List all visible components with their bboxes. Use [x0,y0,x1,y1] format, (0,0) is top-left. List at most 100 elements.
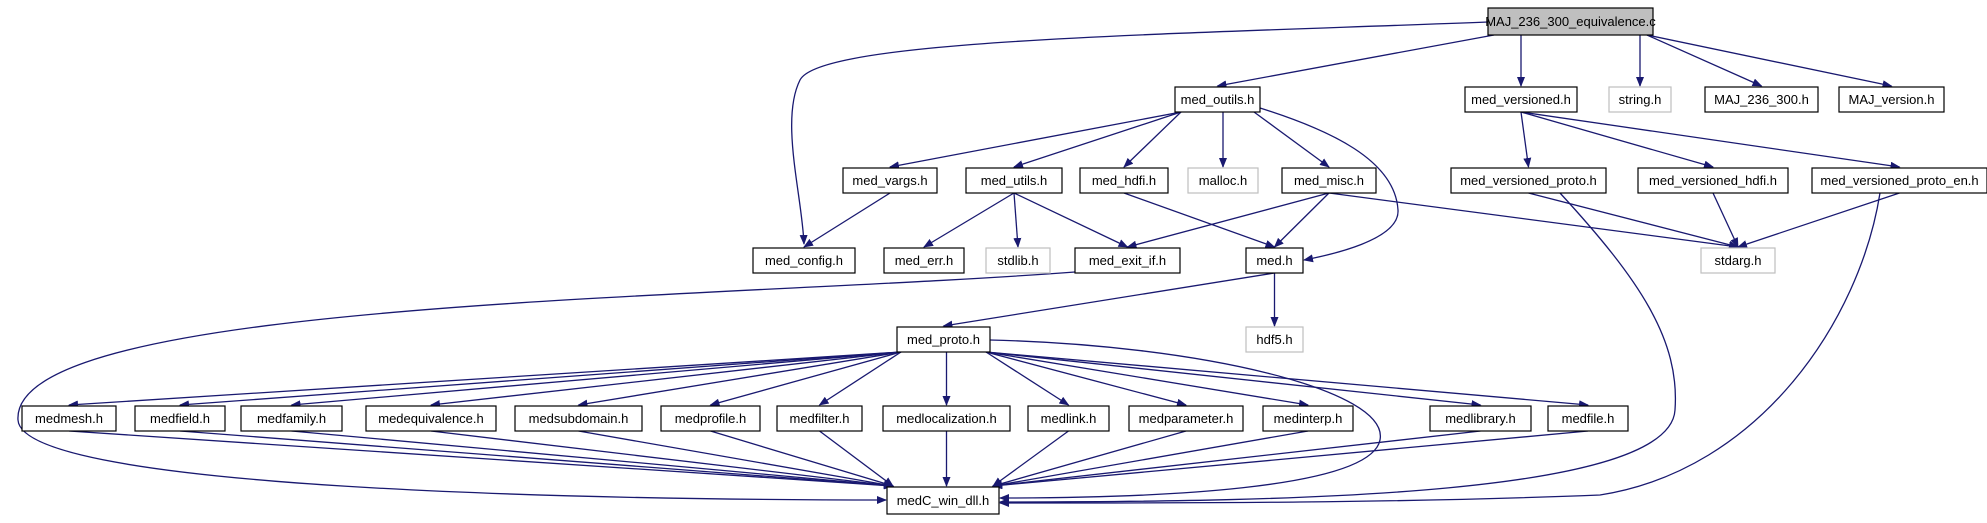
edge-med_proto-to-medfamily [290,351,902,409]
node-box [842,167,938,194]
edge-med_outils-to-med_hdfi [1123,111,1182,168]
node-medlink[interactable]: medlink.h [1027,405,1110,432]
node-med-err[interactable]: med_err.h [883,247,965,274]
node-maj236300[interactable]: MAJ_236_300.h [1704,86,1819,113]
edge-medlink-to-medc_win_dll [992,430,1069,487]
node-med-h[interactable]: med.h [1245,247,1304,274]
node-box [365,405,497,432]
node-medequivalence[interactable]: medequivalence.h [365,405,497,432]
node-label: medC_win_dll.h [897,493,990,508]
node-box [240,405,343,432]
node-label: stdlib.h [997,253,1038,268]
node-label: medinterp.h [1274,411,1343,426]
node-med-hdfi[interactable]: med_hdfi.h [1079,167,1169,194]
edge-medfile-to-medc_win_dll [992,430,1589,490]
edge-medprofile-to-medc_win_dll [710,430,894,488]
node-med-versioned-hdfi[interactable]: med_versioned_hdfi.h [1637,167,1789,194]
node-medprofile[interactable]: medprofile.h [660,405,761,432]
node-label: medlink.h [1041,411,1097,426]
node-label: string.h [1619,92,1662,107]
node-stdlib: stdlib.h [985,247,1051,274]
node-label: medlocalization.h [896,411,996,426]
edge-root-to-med_outils [1216,34,1495,89]
node-medfamily[interactable]: medfamily.h [240,405,343,432]
edge-med_h-to-med_proto [942,272,1275,329]
node-med-utils[interactable]: med_utils.h [965,167,1063,194]
node-med-outils[interactable]: med_outils.h [1174,86,1261,113]
node-box [660,405,761,432]
node-label: medsubdomain.h [529,411,629,426]
node-med-config[interactable]: med_config.h [752,247,856,274]
edge-root-to-majversion [1646,34,1893,89]
edge-medinterp-to-medc_win_dll [992,430,1309,489]
edge-med_versioned_proto-to-medc_win_dll [999,192,1677,506]
node-medmesh[interactable]: medmesh.h [21,405,117,432]
edge-med_proto-to-medfield [179,351,902,409]
node-label: med_utils.h [981,173,1047,188]
edge-med_proto-to-medsubdomain [577,351,902,408]
node-box [1262,405,1354,432]
node-box [1608,86,1672,113]
node-label: medfield.h [150,411,210,426]
edge-med_outils-to-med_misc [1253,111,1330,168]
node-med-versioned-proto-en[interactable]: med_versioned_proto_en.h [1811,167,1987,194]
node-box [1281,167,1377,194]
node-box [1027,405,1110,432]
node-box [965,167,1063,194]
node-label: med_proto.h [907,332,980,347]
node-med-exit-if[interactable]: med_exit_if.h [1074,247,1181,274]
node-box [514,405,643,432]
edge-medlibrary-to-medc_win_dll [992,430,1481,489]
node-medfilter[interactable]: medfilter.h [776,405,863,432]
node-box [886,486,1000,515]
edge-root-to-maj236300 [1646,34,1763,87]
node-medlibrary[interactable]: medlibrary.h [1429,405,1532,432]
node-root[interactable]: MAJ_236_300_equivalence.c [1485,7,1656,36]
node-box [1187,167,1259,194]
node-medfile[interactable]: medfile.h [1547,405,1629,432]
edge-med_versioned-to-med_versioned_proto_en [1520,111,1901,170]
edge-med_proto-to-medlink [985,351,1070,406]
edge-med_utils-to-med_exit_if [1013,192,1129,248]
node-label: med_misc.h [1294,173,1364,188]
node-medfield[interactable]: medfield.h [134,405,226,432]
node-medlocalization[interactable]: medlocalization.h [882,405,1011,432]
node-med-versioned-proto[interactable]: med_versioned_proto.h [1450,167,1607,194]
edge-medfilter-to-medc_win_dll [819,430,894,487]
edge-med_outils-to-med_utils [1013,111,1182,168]
node-label: med_outils.h [1181,92,1255,107]
node-box [896,326,991,353]
node-box [1838,86,1945,113]
edge-med_versioned_hdfi-to-stdarg [1712,192,1739,248]
edge-root-to-med_config [791,21,1489,245]
node-box [1245,247,1304,274]
node-label: med_vargs.h [852,173,927,188]
edge-med_utils-to-med_err [923,192,1015,248]
node-label: stdarg.h [1715,253,1762,268]
node-box [1547,405,1629,432]
node-med-misc[interactable]: med_misc.h [1281,167,1377,194]
node-medparameter[interactable]: medparameter.h [1128,405,1244,432]
node-box [1487,7,1654,36]
node-box [1637,167,1789,194]
node-box [21,405,117,432]
node-med-versioned[interactable]: med_versioned.h [1464,86,1578,113]
node-box [985,247,1051,274]
node-majversion[interactable]: MAJ_version.h [1838,86,1945,113]
node-label: MAJ_236_300.h [1714,92,1809,107]
node-medsubdomain[interactable]: medsubdomain.h [514,405,643,432]
edge-med_misc-to-med_h [1273,192,1330,248]
node-label: medparameter.h [1139,411,1234,426]
node-medinterp[interactable]: medinterp.h [1262,405,1354,432]
node-box [752,247,856,274]
node-label: med_exit_if.h [1089,253,1166,268]
node-label: medfamily.h [257,411,326,426]
node-medc-win-dll[interactable]: medC_win_dll.h [886,486,1000,515]
node-med-vargs[interactable]: med_vargs.h [842,167,938,194]
node-label: med_versioned_proto_en.h [1820,173,1978,188]
node-stdarg: stdarg.h [1700,247,1776,274]
node-med-proto[interactable]: med_proto.h [896,326,991,353]
edge-med_exit_if-to-medc_win_dll [17,271,1076,504]
